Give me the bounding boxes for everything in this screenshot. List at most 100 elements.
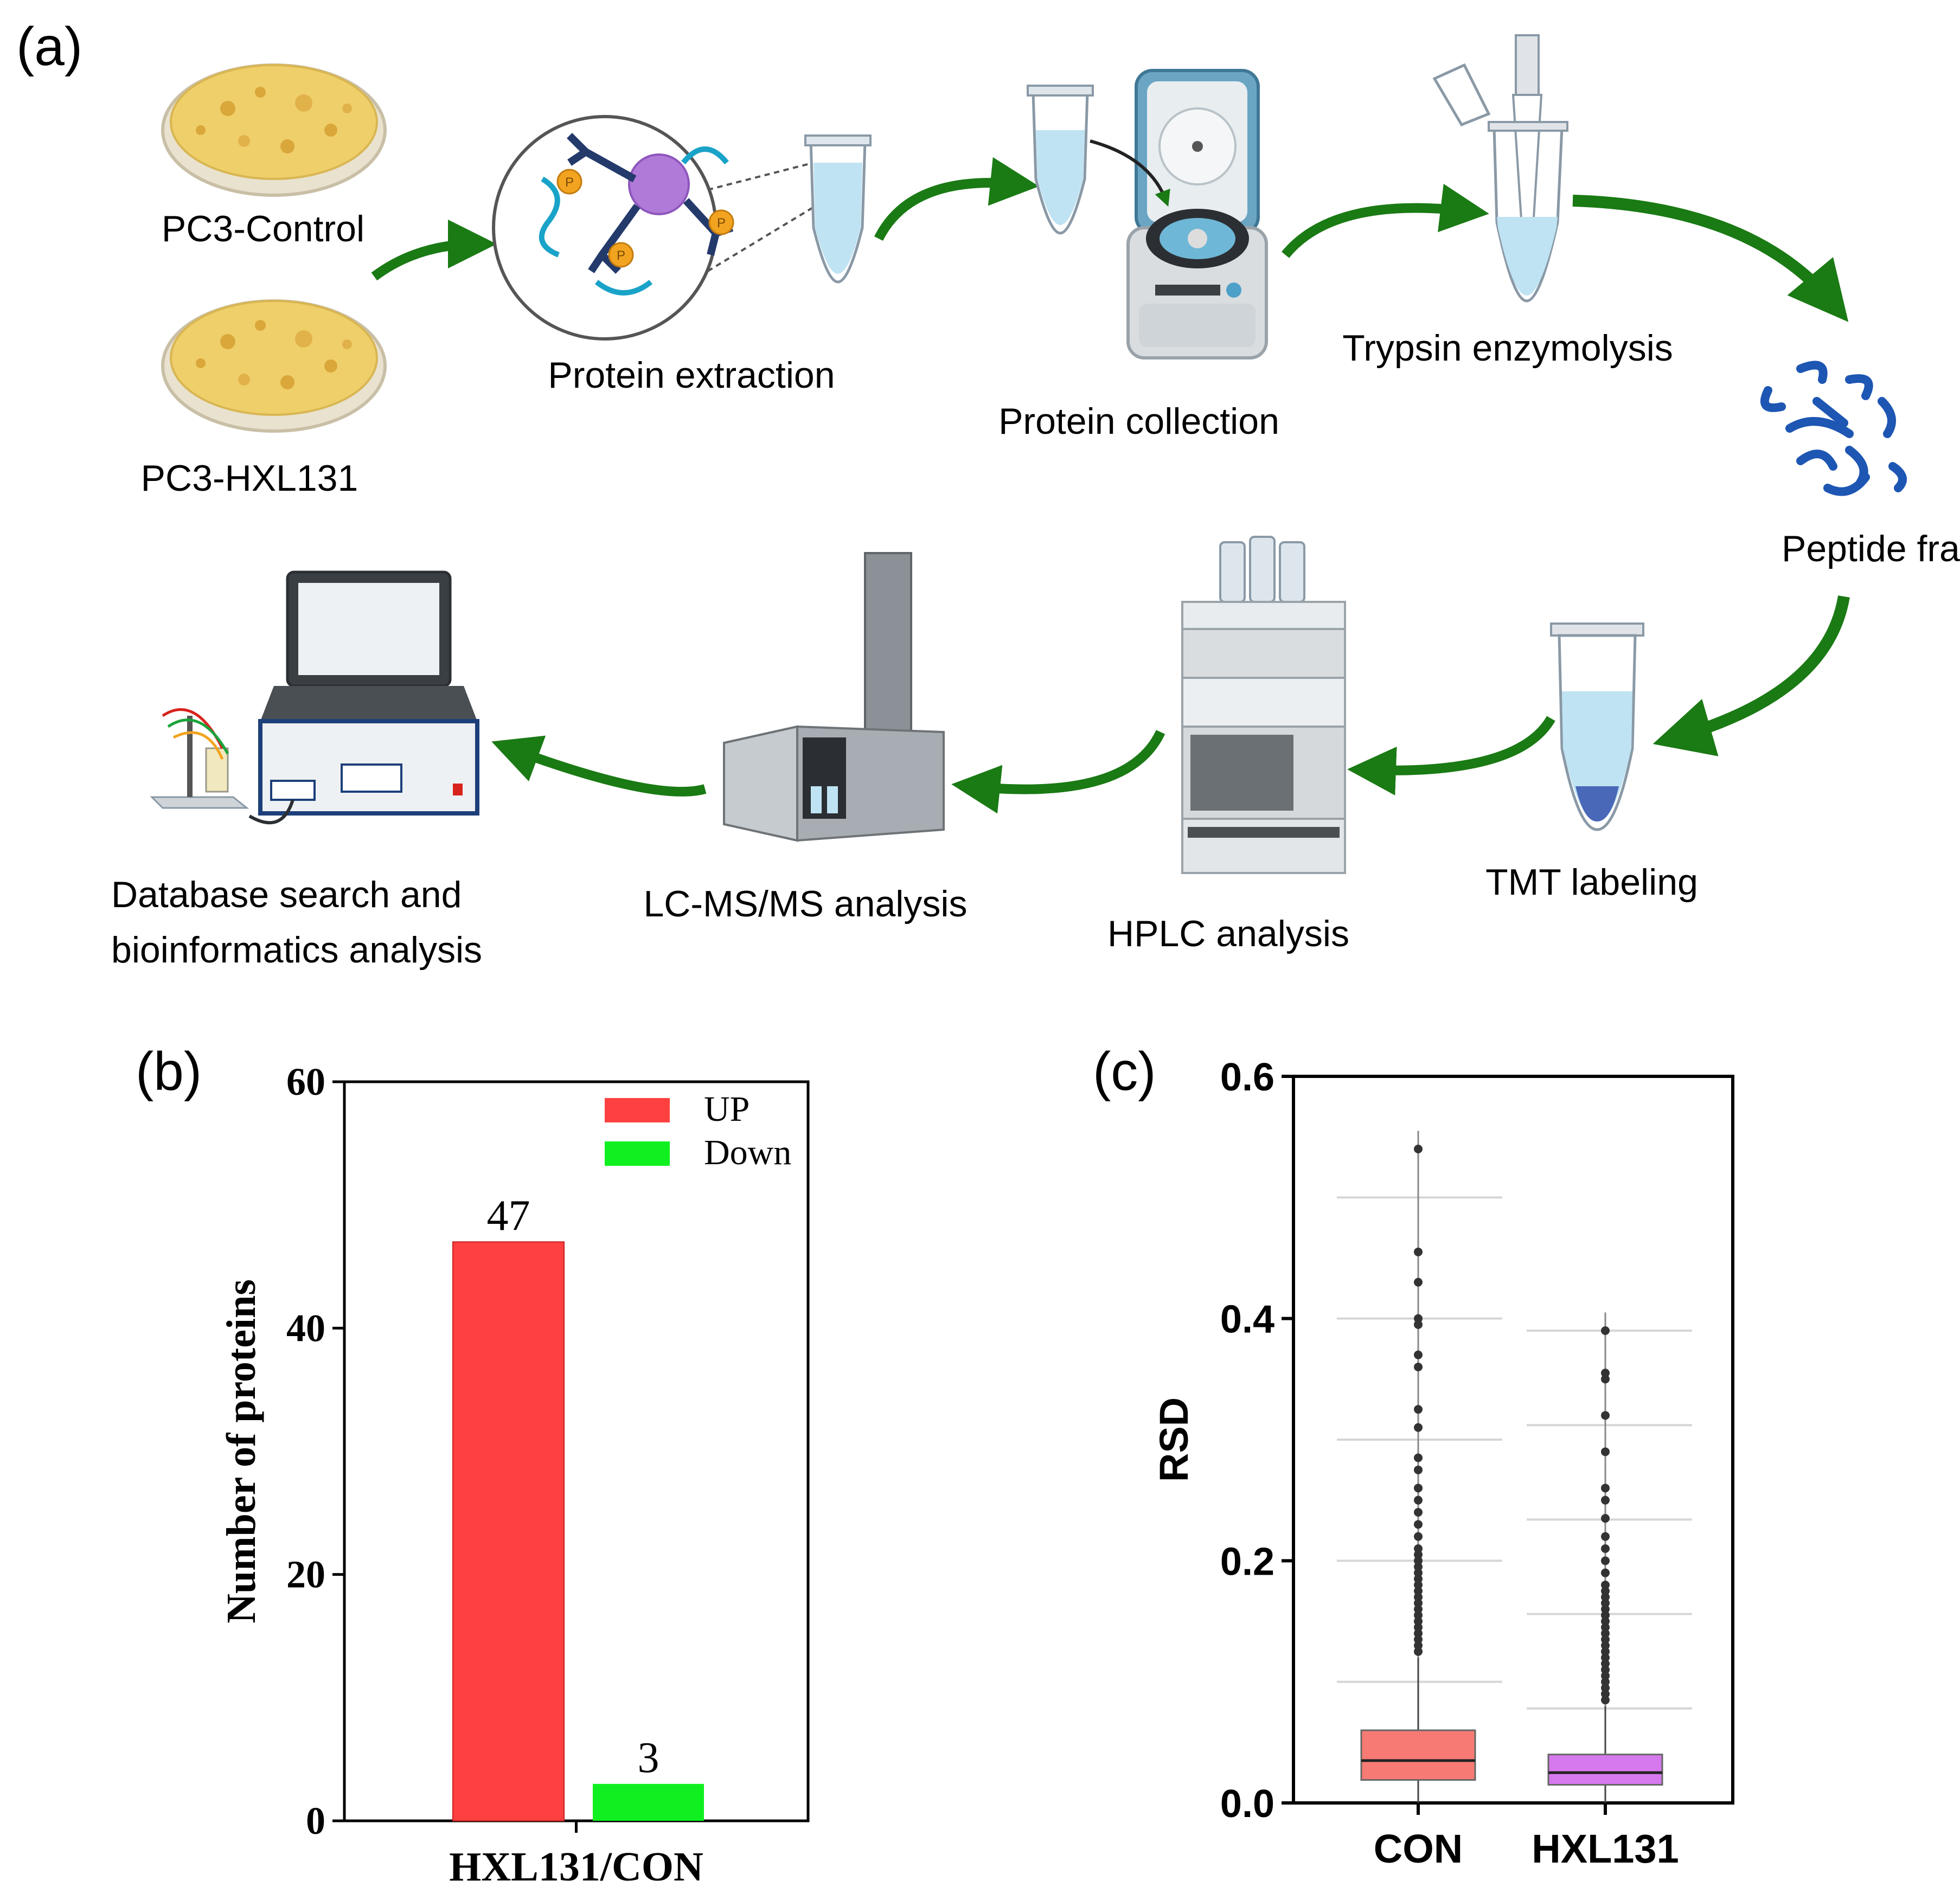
outlier-point	[1601, 1683, 1610, 1692]
y-tick-label: 60	[286, 1060, 325, 1103]
outlier-point	[1414, 1520, 1423, 1529]
outlier-point	[1601, 1653, 1610, 1662]
outlier-point	[1414, 1604, 1423, 1614]
outlier-point	[1601, 1665, 1610, 1674]
y-tick-label: 0.2	[1220, 1540, 1274, 1583]
outlier-point	[1601, 1447, 1610, 1456]
outlier-point	[1601, 1369, 1610, 1378]
laptop-workstation-icon	[150, 570, 479, 825]
y-tick-label: 20	[286, 1553, 325, 1596]
outlier-point	[1601, 1617, 1610, 1626]
legend-swatch-down	[605, 1141, 670, 1166]
petri-dish-icon	[161, 63, 387, 197]
label-hplc-analysis: HPLC analysis	[1107, 913, 1349, 954]
outlier-point	[1414, 1532, 1423, 1541]
flow-arrow	[1347, 716, 1555, 795]
outlier-point	[1414, 1610, 1423, 1620]
petri-dish-icon	[161, 299, 387, 433]
outlier-point	[1414, 1350, 1423, 1359]
outlier-point	[1601, 1587, 1610, 1596]
outlier-point	[1601, 1556, 1610, 1565]
outlier-point	[1601, 1610, 1610, 1620]
peptide-fragments-icon	[1760, 361, 1907, 496]
outlier-point	[1414, 1423, 1423, 1432]
flow-arrow	[371, 220, 497, 281]
outlier-point	[1414, 1556, 1423, 1565]
outlier-point	[1414, 1320, 1423, 1329]
outlier-point	[1601, 1411, 1610, 1420]
outlier-point	[1601, 1647, 1610, 1656]
outlier-point	[1601, 1659, 1610, 1668]
outlier-point	[1601, 1690, 1610, 1698]
tube-icon	[1027, 85, 1094, 235]
outlier-point	[1414, 1550, 1423, 1559]
outlier-point	[1601, 1581, 1610, 1589]
outlier-point	[1414, 1453, 1423, 1462]
bar-value-label: 47	[487, 1192, 530, 1240]
outlier-point	[1414, 1574, 1423, 1583]
hplc-system-icon	[1181, 536, 1346, 874]
outlier-point	[1601, 1671, 1610, 1680]
label-protein-collection: Protein collection	[998, 401, 1279, 442]
antibody-protein-icon: P P P	[492, 115, 734, 341]
outlier-point	[1414, 1647, 1423, 1656]
outlier-point	[1601, 1599, 1610, 1608]
outlier-point	[1601, 1495, 1610, 1505]
legend-swatch-up	[605, 1098, 670, 1122]
legend-label-up: UP	[704, 1089, 750, 1129]
outlier-point	[1601, 1544, 1610, 1553]
outlier-point	[1414, 1629, 1423, 1638]
panel-a-label: (a)	[16, 16, 82, 77]
outlier-point	[1414, 1568, 1423, 1577]
flow-arrow	[1572, 195, 1849, 322]
outlier-point	[1414, 1599, 1423, 1608]
tmt-tube-icon	[1550, 622, 1644, 831]
outlier-point	[1601, 1568, 1610, 1577]
box-hxl131	[1547, 1754, 1663, 1786]
panel-c-label: (c)	[1093, 1041, 1156, 1102]
outlier-point	[1601, 1677, 1610, 1686]
outlier-point	[1601, 1641, 1610, 1650]
outlier-point	[1414, 1405, 1423, 1414]
bar-down	[593, 1783, 704, 1821]
x-tick-label: CON	[1374, 1826, 1463, 1871]
svg-text:P: P	[565, 175, 574, 190]
label-peptide-fragments: Peptide fragments	[1782, 528, 1960, 569]
outlier-point	[1601, 1604, 1610, 1614]
outlier-point	[1414, 1617, 1423, 1626]
label-database-line1: Database search and	[111, 874, 462, 915]
x-axis-label: HXL131/CON	[449, 1844, 703, 1890]
outlier-point	[1601, 1532, 1610, 1541]
outlier-point	[1414, 1544, 1423, 1553]
outlier-point	[1414, 1363, 1423, 1371]
outlier-point	[1414, 1641, 1423, 1650]
plot-frame	[343, 1080, 810, 1822]
label-tmt-labeling: TMT labeling	[1485, 862, 1698, 903]
outlier-point	[1414, 1562, 1423, 1571]
outlier-point	[1414, 1278, 1423, 1287]
y-tick-label: 0.0	[1220, 1782, 1274, 1826]
outlier-point	[1414, 1484, 1423, 1493]
y-axis-label: RSD	[1151, 1397, 1196, 1482]
flow-arrow	[1282, 183, 1489, 258]
y-tick-label: 0	[306, 1799, 325, 1843]
outlier-point	[1414, 1314, 1423, 1323]
pipette-tube-icon	[1432, 34, 1568, 303]
label-pc3-hxl131: PC3-HXL131	[141, 458, 358, 499]
label-lcms-analysis: LC-MS/MS analysis	[643, 883, 967, 925]
outlier-point	[1414, 1635, 1423, 1644]
outlier-point	[1601, 1593, 1610, 1602]
y-axis-label: Number of proteins	[219, 1279, 264, 1623]
outlier-point	[1414, 1593, 1423, 1602]
bar-up	[452, 1241, 565, 1821]
outlier-point	[1414, 1623, 1423, 1632]
bar-value-label: 3	[638, 1734, 659, 1782]
centrifuge-icon	[1090, 69, 1268, 360]
outlier-point	[1601, 1484, 1610, 1493]
label-pc3-control: PC3-Control	[162, 208, 364, 249]
tube-icon	[804, 134, 872, 284]
